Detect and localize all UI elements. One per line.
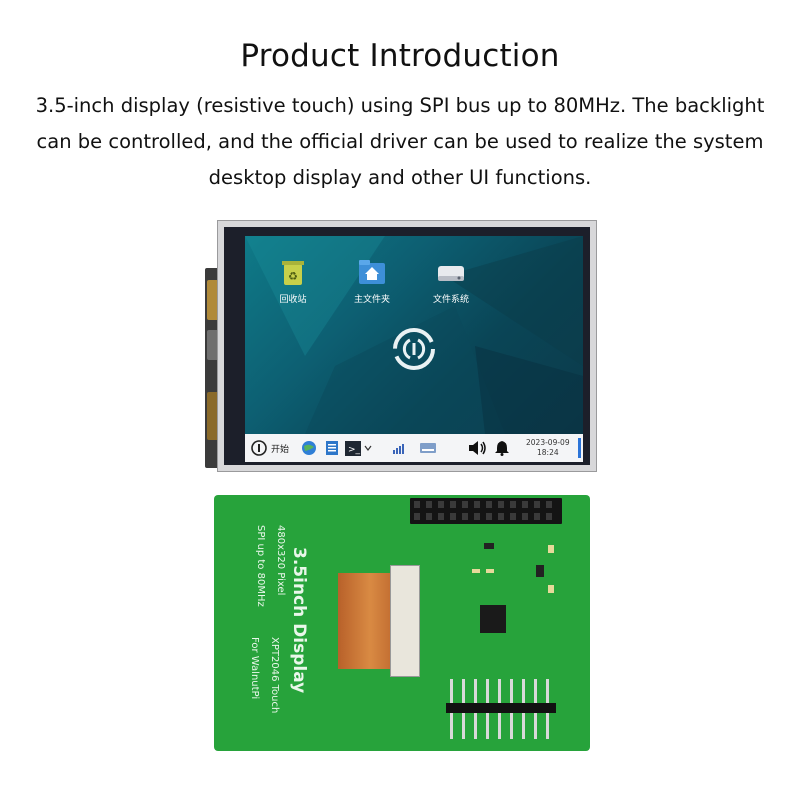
os-logo-icon — [393, 328, 435, 370]
smd-component — [472, 569, 480, 573]
speaker-icon — [469, 441, 486, 455]
desktop-icon-file-system[interactable]: 文件系统 — [421, 258, 481, 305]
intro-paragraph: 3.5-inch display (resistive touch) using… — [35, 94, 765, 189]
network-indicator[interactable] — [392, 442, 406, 454]
board-title: 3.5inch Display — [289, 547, 309, 694]
desktop-icon-label: 回收站 — [279, 295, 307, 305]
clock-date: 2023-09-09 — [526, 438, 570, 447]
recycle-bin-icon: ♻ — [278, 258, 308, 286]
pcb-board: 3.5inch Display 480x320 Pixel SPI up to … — [214, 495, 590, 751]
smd-component — [486, 569, 494, 573]
wallpaper-shapes — [245, 236, 583, 434]
terminal-launcher[interactable]: >_ — [345, 440, 372, 456]
file-manager-launcher[interactable] — [325, 440, 339, 456]
pin-header-pins — [446, 679, 556, 739]
smd-component — [548, 545, 554, 553]
clock-time: 18:24 — [537, 448, 559, 457]
bell-icon — [495, 441, 510, 456]
file-system-icon — [436, 258, 466, 286]
desktop-icon-home-folder[interactable]: 主文件夹 — [342, 258, 402, 305]
lcd-display-module: ♻ 回收站 主文件夹 文件系统 — [205, 220, 597, 472]
desktop-icon-recycle-bin[interactable]: ♻ 回收站 — [263, 258, 323, 305]
pin-header-pins — [414, 501, 552, 520]
chevron-down-icon — [364, 445, 372, 451]
page-title: Product Introduction — [240, 38, 560, 74]
globe-icon — [302, 441, 317, 455]
clock[interactable]: 2023-09-09 18:24 — [526, 438, 570, 458]
show-desktop-strip[interactable] — [578, 438, 581, 458]
desktop-icon-label: 文件系统 — [432, 295, 469, 305]
smd-component — [548, 585, 554, 593]
input-method-indicator[interactable] — [420, 442, 437, 454]
fpc-connector — [390, 565, 420, 677]
volume-control[interactable] — [468, 440, 488, 456]
terminal-icon: >_ — [345, 440, 362, 456]
svg-text:>_: >_ — [348, 445, 361, 455]
desktop-screen: ♻ 回收站 主文件夹 文件系统 — [245, 236, 583, 434]
svg-text:♻: ♻ — [288, 270, 298, 283]
smd-component — [484, 543, 494, 549]
pin-header-bottom — [446, 679, 556, 739]
connector-pads — [207, 392, 219, 440]
file-manager-icon — [326, 441, 339, 455]
browser-launcher[interactable] — [301, 440, 317, 456]
smd-component — [536, 565, 544, 577]
connector-pads — [207, 280, 219, 320]
board-touch: XPT2046 Touch — [269, 637, 280, 714]
board-spi: SPI up to 80MHz — [255, 525, 266, 607]
start-label: 开始 — [271, 444, 290, 455]
connector-block — [207, 330, 219, 360]
start-logo-icon — [251, 440, 267, 456]
keyboard-icon — [420, 443, 437, 453]
pin-header-top — [410, 498, 562, 524]
desktop-icon-label: 主文件夹 — [353, 295, 390, 305]
signal-icon — [393, 444, 405, 454]
board-platform: For WalnutPi — [249, 637, 260, 700]
notification-bell[interactable] — [494, 440, 510, 456]
home-folder-icon — [357, 258, 387, 286]
start-button[interactable]: 开始 — [250, 439, 289, 457]
board-resolution: 480x320 Pixel — [275, 525, 286, 596]
touch-controller-chip — [480, 605, 506, 633]
taskbar: 开始 >_ 202 — [245, 434, 583, 462]
